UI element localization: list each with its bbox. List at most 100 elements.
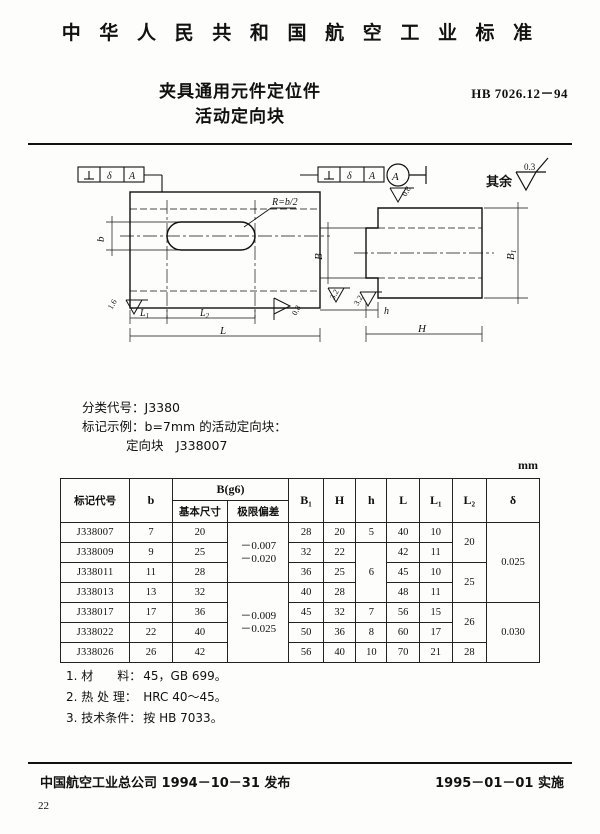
- side-view-hidden-lines: [378, 227, 482, 279]
- cell-b: 17: [129, 602, 173, 623]
- dim-L-label: L: [219, 325, 226, 337]
- cell-B1: 28: [288, 522, 324, 543]
- footer-divider: [28, 762, 572, 764]
- cell-H: 20: [322, 522, 357, 543]
- roughness-side-b-value: 3.2: [352, 294, 365, 307]
- cell-L1: 17: [418, 622, 453, 643]
- roughness-side-a-value: 3.2: [328, 288, 341, 301]
- cell-B1: 40: [288, 582, 324, 603]
- col-header-b: b: [129, 478, 173, 523]
- cell-delta: 0.025: [486, 522, 540, 603]
- cell-L1: 11: [418, 542, 453, 563]
- document-title-line1: 夹具通用元件定位件: [159, 82, 321, 102]
- cell-code: J338007: [59, 522, 131, 543]
- drawing-svg: δ A: [77, 157, 549, 342]
- cell-L1: 11: [418, 582, 453, 603]
- cell-B-tolerance: －0.009－0.025: [227, 582, 290, 663]
- cell-B-basic: 28: [171, 562, 229, 583]
- spec-text-block: 分类代号：J3380 标记示例：b=7mm 的活动定向块： 定向块 J33800…: [82, 398, 287, 455]
- roughness-front-right-value: 0.8: [290, 304, 303, 317]
- note-value: 45，GB 699。: [143, 669, 227, 683]
- cell-H: 25: [322, 562, 357, 583]
- cell-b: 9: [129, 542, 173, 563]
- cell-code: J338022: [59, 622, 131, 643]
- cell-code: J338026: [59, 642, 131, 663]
- cell-L: 42: [386, 542, 420, 563]
- dim-H-label: H: [417, 323, 427, 335]
- slot-radius-leader: [243, 207, 296, 228]
- document-code: HB 7026.12－94: [471, 86, 568, 101]
- cell-H: 32: [322, 602, 357, 623]
- standard-org-title: 中 华 人 民 共 和 国 航 空 工 业 标 准: [61, 22, 539, 44]
- front-view-hidden-lines: [130, 208, 320, 292]
- dimension-table: 标记代号 b B(g6) B₁ H h L L₁ L₂ δ 基本尺寸 极限偏差 …: [59, 478, 540, 663]
- table-header-row-1: 标记代号 b B(g6) B₁ H h L L₁ L₂ δ: [59, 478, 540, 523]
- footer-effective-date: 1995－01－01 实施: [435, 776, 564, 791]
- col-header-L: L: [386, 478, 420, 523]
- example-label: 标记示例：: [82, 419, 145, 434]
- header-divider: [28, 143, 572, 145]
- footer-publisher: 中国航空工业总公司 1994－10－31 发布: [40, 776, 291, 791]
- dim-H: [365, 326, 483, 342]
- title-block: 夹具通用元件定位件 活动定向块 HB 7026.12－94: [0, 80, 600, 136]
- cell-B1: 45: [288, 602, 324, 623]
- roughness-mark-front-right: [273, 297, 292, 320]
- cell-L: 45: [386, 562, 420, 583]
- col-header-L1: L₁: [418, 478, 453, 523]
- cell-b: 7: [129, 522, 173, 543]
- dim-B1-label: B1: [505, 250, 518, 260]
- note-item: 1. 材 料：45，GB 699。: [66, 666, 227, 687]
- col-header-H: H: [322, 478, 357, 523]
- cell-B-basic: 25: [171, 542, 229, 563]
- cell-L2: 28: [451, 642, 488, 663]
- cell-L: 70: [386, 642, 420, 663]
- cell-H: 22: [322, 542, 357, 563]
- datum-a-label: A: [391, 171, 399, 183]
- col-header-L2: L₂: [451, 478, 488, 523]
- cell-L: 56: [386, 602, 420, 623]
- note-key: 热 处 理：: [81, 690, 137, 704]
- cell-code: J338017: [59, 602, 131, 623]
- cell-h: 7: [355, 602, 388, 623]
- cell-B-basic: 32: [171, 582, 229, 603]
- footer: 中国航空工业总公司 1994－10－31 发布 1995－01－01 实施: [28, 772, 572, 792]
- general-finish-value: 0.3: [524, 162, 536, 172]
- notes-block: 1. 材 料：45，GB 699。2. 热 处 理：HRC 40～45。3. 技…: [66, 666, 227, 729]
- note-number: 2.: [66, 690, 82, 704]
- table-unit-label: mm: [518, 458, 538, 472]
- document-title-line2: 活动定向块: [195, 107, 285, 127]
- slot-radius-label: R=b/2: [271, 197, 298, 208]
- cell-b: 11: [129, 562, 173, 583]
- cell-L2: 25: [451, 562, 488, 603]
- dim-h: [320, 302, 379, 318]
- dim-L1-label: L1: [139, 308, 149, 320]
- roughness-mark-datum: [389, 187, 414, 204]
- general-finish-label: 其余: [486, 174, 513, 190]
- roughness-mark-front-left: [125, 299, 148, 316]
- dim-B: [320, 222, 376, 284]
- note-value: HRC 40～45。: [143, 690, 227, 704]
- cell-b: 22: [129, 622, 173, 643]
- roughness-mark-side-b: [359, 291, 382, 308]
- col-header-B-tol: 极限偏差: [227, 500, 290, 523]
- cell-L2: 26: [451, 602, 488, 643]
- note-key: 材 料：: [81, 669, 142, 683]
- dimension-table-head: 标记代号 b B(g6) B₁ H h L L₁ L₂ δ 基本尺寸 极限偏差: [59, 478, 540, 523]
- cell-L1: 10: [418, 522, 453, 543]
- cell-B-basic: 42: [171, 642, 229, 663]
- cell-h: 10: [355, 642, 388, 663]
- dimension-table-wrapper: 标记代号 b B(g6) B₁ H h L L₁ L₂ δ 基本尺寸 极限偏差 …: [59, 478, 540, 663]
- cell-B1: 50: [288, 622, 324, 643]
- note-number: 1.: [66, 669, 82, 683]
- cell-h: 8: [355, 622, 388, 643]
- class-code-value: J3380: [144, 400, 181, 415]
- col-header-B-group: B(g6): [171, 478, 290, 501]
- page-number: 22: [38, 800, 49, 812]
- cell-B-tolerance: －0.007－0.020: [227, 522, 290, 583]
- col-header-h: h: [355, 478, 388, 523]
- cell-b: 13: [129, 582, 173, 603]
